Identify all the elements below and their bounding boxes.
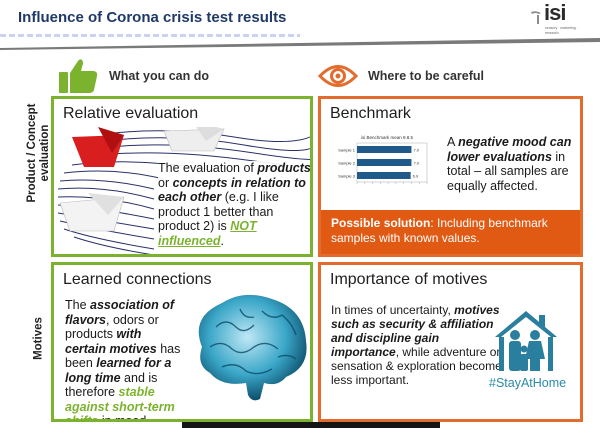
solution-label: Possible solution bbox=[331, 216, 431, 230]
benchmark-text-2: negative mood can lower evaluations bbox=[447, 135, 572, 164]
column-header-left: What you can do bbox=[57, 56, 209, 96]
relative-text-5: (e.g. I like product 1 better than produ… bbox=[158, 190, 279, 233]
learned-text-5: has been bbox=[65, 341, 181, 371]
learned-text-3: , odors or products bbox=[65, 312, 159, 342]
chart-title: isi Benchmark mean 9.8.5 bbox=[361, 135, 414, 140]
motives-text-3: , while adventure or sensation & explora… bbox=[331, 345, 502, 387]
panel-importance-motives: Importance of motives In times of uncert… bbox=[318, 262, 583, 422]
row-label-motives: Motives bbox=[32, 317, 45, 360]
white-paper-boat-left bbox=[59, 193, 125, 232]
relative-text: The evaluation of products or concepts i… bbox=[158, 161, 311, 248]
relative-text-7: . bbox=[220, 233, 224, 248]
logo-text: isi bbox=[544, 0, 566, 25]
page-title: Influence of Corona crisis test results bbox=[18, 9, 287, 26]
logo-subtitle: sensory · marketing · research bbox=[545, 26, 578, 35]
wave-lines-illustration bbox=[57, 127, 310, 254]
panel-title-benchmark: Benchmark bbox=[330, 105, 411, 122]
relative-text-6: NOT influenced bbox=[158, 219, 257, 248]
panel-learned-connections: Learned connections The association of f… bbox=[51, 262, 313, 422]
learned-text-9: in mood. bbox=[98, 414, 150, 422]
chart-value-label: 7.0 bbox=[413, 148, 419, 153]
panel-title-motives: Importance of motives bbox=[330, 271, 488, 288]
panel-relative-evaluation: Relative evaluation The evaluation of pr… bbox=[51, 96, 313, 257]
logo-swoosh-icon bbox=[531, 11, 541, 24]
learned-text-4: with certain motives bbox=[65, 327, 157, 356]
brain-illustration bbox=[198, 294, 307, 401]
thumbs-up-icon bbox=[59, 59, 98, 93]
motives-text-1: In times of uncertainty, bbox=[331, 303, 455, 317]
column-header-left-label: What you can do bbox=[109, 69, 209, 83]
relative-text-1: The evaluation of bbox=[158, 161, 258, 175]
red-paper-boat bbox=[72, 127, 124, 167]
relative-text-2: products bbox=[257, 161, 311, 175]
learned-text-1: The bbox=[65, 298, 91, 312]
panel-title-learned: Learned connections bbox=[63, 271, 212, 288]
row-label-product-concept: Product / Concept evaluation bbox=[26, 103, 51, 203]
learned-text-2: association of flavors bbox=[65, 298, 175, 327]
learned-text: The association of flavors, odors or pro… bbox=[65, 298, 185, 422]
title-underline bbox=[0, 38, 600, 50]
chart-value-label: 6.9 bbox=[413, 174, 419, 179]
relative-text-3: or bbox=[158, 175, 173, 190]
chart-category-label: Sample 1 bbox=[338, 148, 356, 153]
chart-category-label: Sample 2 bbox=[338, 161, 356, 166]
isi-logo: isi sensory · marketing · research bbox=[530, 0, 592, 40]
benchmark-text: A negative mood can lower evaluations in… bbox=[447, 135, 579, 193]
column-header-right-label: Where to be careful bbox=[368, 69, 484, 83]
bottom-bar bbox=[182, 422, 440, 428]
solution-text: : Including benchmark samples with known… bbox=[331, 216, 548, 245]
benchmark-text-3: in total – all samples are equally affec… bbox=[447, 149, 569, 193]
possible-solution-box: Possible solution: Including benchmark s… bbox=[321, 210, 580, 254]
chart-category-label: Sample 3 bbox=[338, 174, 356, 179]
hashtag-stay-at-home: #StayAtHome bbox=[489, 376, 567, 390]
motives-text-2: motives such as security & affiliation a… bbox=[331, 303, 500, 359]
learned-text-8: stable against short-term shifts bbox=[65, 385, 175, 422]
relative-text-4: concepts in relation to each other bbox=[158, 175, 306, 205]
house-family-icon bbox=[495, 311, 557, 371]
motives-text: In times of uncertainty, motives such as… bbox=[331, 303, 503, 387]
chart-bar bbox=[357, 146, 412, 153]
learned-text-7: and is therefore bbox=[65, 370, 158, 400]
faint-dotted-line bbox=[0, 34, 300, 37]
learned-text-6: learned for a long time bbox=[65, 356, 172, 385]
chart-value-label: 7.0 bbox=[413, 161, 419, 166]
white-paper-boat-top bbox=[163, 127, 225, 152]
column-header-right: Where to be careful bbox=[318, 56, 484, 96]
chart-bar bbox=[357, 159, 412, 166]
eye-icon bbox=[318, 65, 358, 87]
benchmark-text-1: A bbox=[447, 135, 459, 149]
panel-title-relative: Relative evaluation bbox=[63, 105, 199, 122]
chart-bar bbox=[357, 172, 411, 179]
